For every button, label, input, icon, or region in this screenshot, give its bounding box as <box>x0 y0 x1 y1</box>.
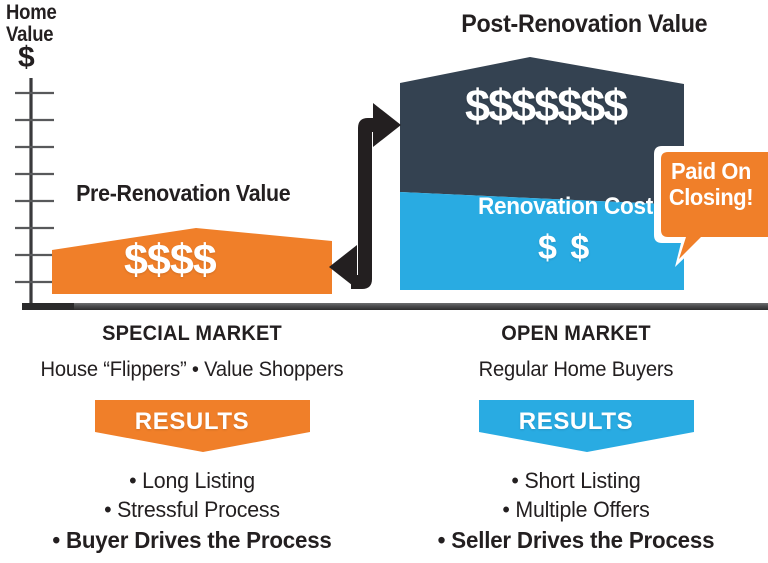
y-axis-title: Home Value <box>6 1 57 46</box>
arrow-stem-bottom-bend <box>351 272 372 289</box>
paid-on-closing-callout: Paid On Closing! <box>657 148 768 240</box>
list-item: • Short Listing <box>511 468 641 493</box>
x-axis-baseline-cap <box>22 303 74 310</box>
list-item: • Long Listing <box>129 468 255 493</box>
market-title: OPEN MARKET <box>501 322 651 345</box>
special-market-column: SPECIAL MARKET House “Flippers” • Value … <box>0 318 384 563</box>
arrow-head-right-icon <box>373 103 401 147</box>
results-label: RESULTS <box>134 408 250 435</box>
pre-renovation-label: Pre-Renovation Value <box>76 180 291 206</box>
results-bullet-list: • Short Listing • Multiple Offers • Sell… <box>384 466 768 555</box>
results-banner-right: RESULTS <box>468 398 684 452</box>
results-banner-left: RESULTS <box>84 398 300 452</box>
y-axis-unit-label: $ <box>18 41 35 74</box>
open-market-column: OPEN MARKET Regular Home Buyers RESULTS … <box>384 318 768 563</box>
market-subtitle: House “Flippers” • Value Shoppers <box>40 358 344 381</box>
post-renovation-label: Post-Renovation Value <box>461 10 708 38</box>
arrow-head-left-icon <box>329 245 357 289</box>
arrow-stem-top-bend <box>358 118 379 135</box>
list-item: • Seller Drives the Process <box>437 526 715 553</box>
market-title: SPECIAL MARKET <box>102 322 282 345</box>
results-bullet-list: • Long Listing • Stressful Process • Buy… <box>0 466 384 555</box>
results-label: RESULTS <box>518 408 634 435</box>
x-axis-baseline <box>22 303 768 310</box>
list-item: • Multiple Offers <box>502 497 650 523</box>
list-item: • Stressful Process <box>104 497 280 523</box>
list-item: • Buyer Drives the Process <box>52 526 332 553</box>
post-renovation-dollars: $$$$$$$ <box>465 80 628 131</box>
market-subtitle: Regular Home Buyers <box>478 358 674 381</box>
pre-renovation-dollars: $$$$ <box>124 236 217 284</box>
renovation-cost-label: Renovation Cost <box>478 193 654 220</box>
renovation-cost-dollars: $ $ <box>538 229 592 267</box>
y-axis-ticks <box>15 91 54 284</box>
callout-text: Paid On Closing! <box>668 158 754 210</box>
value-increase-arrow <box>358 135 372 272</box>
